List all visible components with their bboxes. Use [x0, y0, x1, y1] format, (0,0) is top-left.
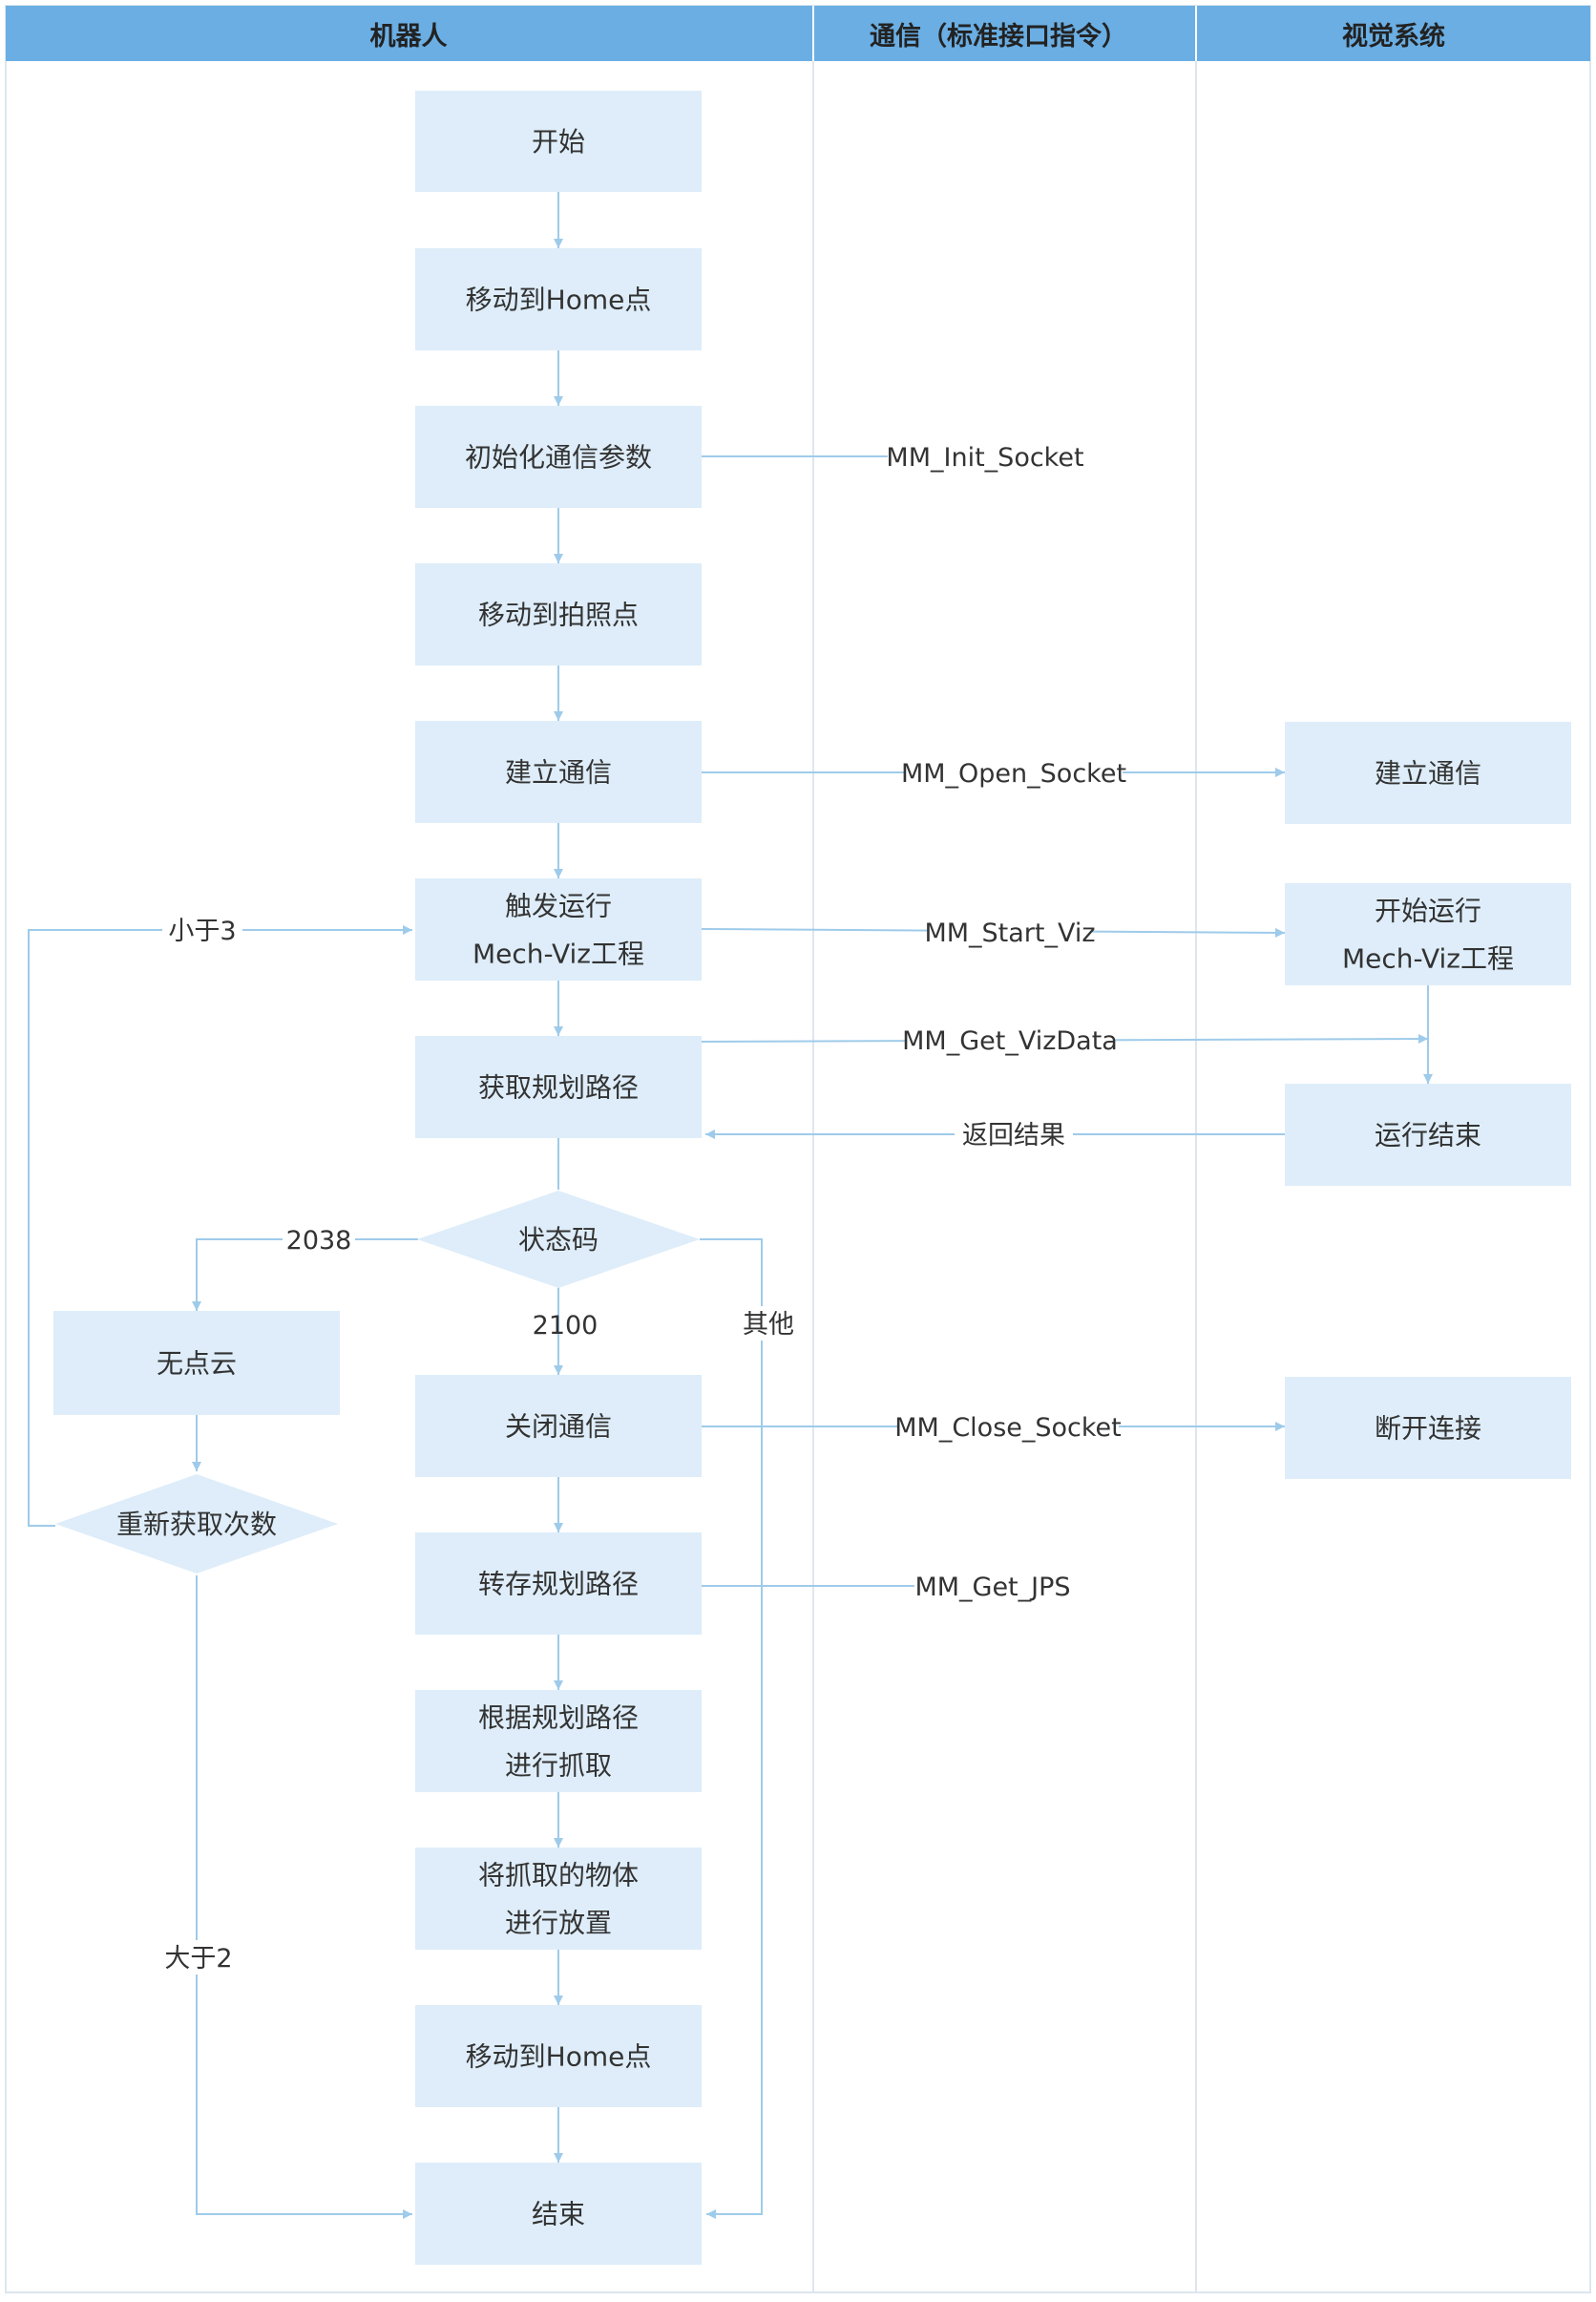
label-start-viz: MM_Start_Viz [924, 919, 1095, 948]
label-open-socket: MM_Open_Socket [901, 759, 1126, 789]
node-v-disconnect-text: 断开连接 [1375, 1413, 1481, 1445]
node-savepath: 转存规划路径 [415, 1532, 702, 1635]
node-retry: 重新获取次数 [55, 1474, 338, 1573]
node-home1-text: 移动到Home点 [466, 285, 652, 316]
edge-retry-greater2 [196, 1575, 412, 2219]
node-v-done: 运行结束 [1285, 1084, 1571, 1186]
node-init: 初始化通信参数 [415, 406, 702, 508]
node-v-connect-box [1285, 722, 1571, 824]
connector-labels: MM_Init_Socket MM_Open_Socket MM_Start_V… [158, 439, 1126, 1975]
node-nocloud: 无点云 [53, 1311, 340, 1415]
node-init-text: 初始化通信参数 [465, 442, 652, 474]
node-v-start: 开始运行 Mech-Viz工程 [1285, 883, 1571, 985]
node-v-disconnect: 断开连接 [1285, 1377, 1571, 1479]
node-place-text: 进行放置 [505, 1908, 612, 1939]
node-connect-box [415, 721, 702, 823]
node-v-connect: 建立通信 [1285, 722, 1571, 824]
label-code-2100: 2100 [533, 1311, 598, 1341]
node-grab-text: 进行抓取 [505, 1750, 612, 1782]
node-home1: 移动到Home点 [415, 248, 702, 350]
node-savepath-text: 转存规划路径 [478, 1569, 639, 1600]
label-bg-other [735, 1306, 802, 1341]
node-v-start-text: Mech-Viz工程 [1342, 943, 1514, 975]
label-greater-than-2: 大于2 [164, 1944, 232, 1974]
label-code-other: 其他 [743, 1310, 794, 1340]
node-close: 关闭通信 [415, 1375, 702, 1477]
node-getpath: 获取规划路径 [415, 1036, 702, 1138]
label-bg-greater2 [158, 1940, 239, 1975]
node-status: 状态码 [417, 1191, 700, 1288]
node-getpath-text: 获取规划路径 [478, 1072, 639, 1104]
node-grab-text: 根据规划路径 [478, 1702, 639, 1734]
node-nocloud-text: 无点云 [157, 1348, 237, 1380]
label-code-2038: 2038 [286, 1226, 352, 1256]
node-v-start-text: 开始运行 [1375, 896, 1481, 927]
node-start-box [415, 91, 702, 192]
label-bg-close-socket [897, 1409, 1119, 1444]
nodes: 开始移动到Home点初始化通信参数移动到拍照点建立通信触发运行Mech-Viz工… [53, 91, 1571, 2265]
node-photo: 移动到拍照点 [415, 563, 702, 665]
label-get-jps: MM_Get_JPS [914, 1573, 1070, 1602]
label-bg-less3 [162, 913, 242, 947]
node-end: 结束 [415, 2163, 702, 2265]
node-close-box [415, 1375, 702, 1477]
label-less-than-3: 小于3 [168, 917, 236, 946]
node-status-text: 状态码 [518, 1224, 598, 1256]
node-place-text: 将抓取的物体 [478, 1860, 639, 1891]
node-v-connect-text: 建立通信 [1375, 758, 1481, 790]
node-end-text: 结束 [532, 2199, 585, 2230]
edge-status-other [700, 1238, 763, 2219]
node-start-text: 开始 [532, 126, 585, 158]
node-connect: 建立通信 [415, 721, 702, 823]
lane-title-comm: 通信（标准接口指令） [870, 21, 1127, 52]
label-init-socket: MM_Init_Socket [886, 443, 1083, 473]
node-trigger: 触发运行 Mech-Viz工程 [415, 878, 702, 981]
node-grab-box [415, 1690, 702, 1792]
node-nocloud-box [53, 1311, 340, 1415]
node-v-start-box [1285, 883, 1571, 985]
node-v-disconnect-box [1285, 1377, 1571, 1479]
node-home1-box [415, 248, 702, 350]
node-photo-text: 移动到拍照点 [478, 600, 639, 631]
node-status-diamond [417, 1191, 700, 1288]
lane-title-robot: 机器人 [370, 22, 448, 52]
node-trigger-text: 触发运行 [505, 891, 612, 922]
label-bg-2038 [283, 1222, 355, 1257]
node-end-box [415, 2163, 702, 2265]
node-trigger-box [415, 878, 702, 981]
node-getpath-box [415, 1036, 702, 1138]
node-start: 开始 [415, 91, 702, 192]
node-home2: 移动到Home点 [415, 2005, 702, 2107]
node-place-box [415, 1848, 702, 1950]
node-connect-text: 建立通信 [505, 757, 612, 789]
label-bg-init-socket [888, 439, 1079, 474]
lane-title-vision: 视觉系统 [1342, 21, 1445, 52]
label-bg-return-result [955, 1117, 1073, 1151]
node-trigger-text: Mech-Viz工程 [472, 939, 644, 970]
label-close-socket: MM_Close_Socket [894, 1413, 1122, 1443]
label-return-result: 返回结果 [962, 1121, 1065, 1151]
node-home2-box [415, 2005, 702, 2107]
node-retry-diamond [55, 1474, 338, 1573]
node-init-box [415, 406, 702, 508]
node-close-text: 关闭通信 [505, 1411, 612, 1443]
label-bg-get-jps [914, 1569, 1077, 1603]
connectors [28, 192, 1433, 2219]
header-bar [6, 6, 1590, 61]
label-bg-get-vizdata [907, 1023, 1113, 1057]
node-photo-box [415, 563, 702, 665]
node-retry-text: 重新获取次数 [116, 1509, 277, 1540]
node-savepath-box [415, 1532, 702, 1635]
node-v-done-text: 运行结束 [1375, 1120, 1481, 1151]
node-home2-text: 移动到Home点 [466, 2041, 652, 2073]
node-v-done-box [1285, 1084, 1571, 1186]
label-bg-open-socket [905, 755, 1123, 790]
label-bg-start-viz [928, 914, 1092, 948]
label-get-vizdata: MM_Get_VizData [902, 1026, 1118, 1056]
